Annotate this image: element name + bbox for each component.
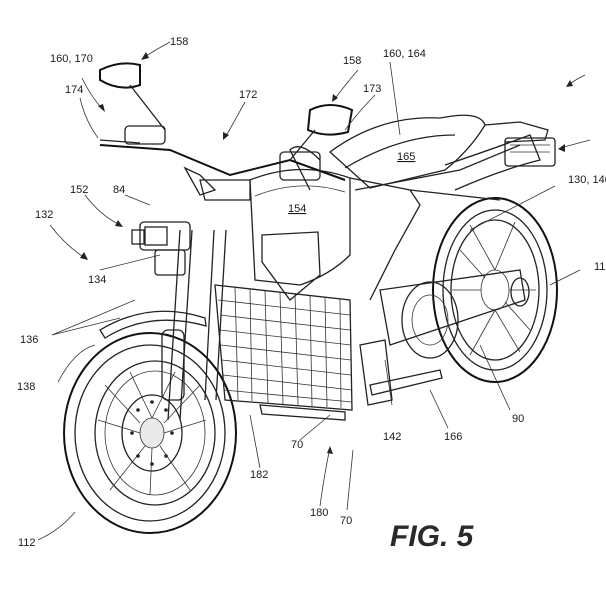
swingarm <box>379 269 530 359</box>
ref-158-left: 158 <box>170 36 188 48</box>
ref-84: 84 <box>113 184 125 196</box>
ref-130-140: 130, 140 <box>568 174 606 186</box>
front-forks <box>161 229 227 421</box>
ref-70-lower: 70 <box>340 515 352 527</box>
front-fender <box>99 310 207 339</box>
ref-160-164: 160, 164 <box>383 48 426 60</box>
ref-138: 138 <box>17 381 35 393</box>
rear-wheel <box>432 197 558 383</box>
headlight-assembly <box>131 221 191 276</box>
ref-165: 165 <box>397 151 415 163</box>
ref-152: 152 <box>70 184 88 196</box>
mirrors <box>99 62 354 161</box>
ref-112: 112 <box>18 537 36 549</box>
tank-housing <box>249 168 351 301</box>
ref-174: 174 <box>65 84 83 96</box>
radiator <box>214 284 353 421</box>
ref-160-170: 160, 170 <box>50 53 93 65</box>
figure-title: FIG. 5 <box>390 520 475 553</box>
ref-182: 182 <box>250 469 268 481</box>
frame <box>349 134 541 301</box>
ref-172: 172 <box>239 89 257 101</box>
ref-166: 166 <box>444 431 462 443</box>
ref-173: 173 <box>363 83 381 95</box>
ref-11: 11 <box>594 261 605 273</box>
tail-assembly <box>484 121 556 167</box>
ref-70-upper: 70 <box>291 439 303 451</box>
ref-154: 154 <box>288 203 306 215</box>
ref-90: 90 <box>512 413 524 425</box>
ref-136: 136 <box>20 334 38 346</box>
front-wheel <box>63 332 237 534</box>
ref-132: 132 <box>35 209 53 221</box>
ref-180: 180 <box>310 507 328 519</box>
ref-142: 142 <box>383 431 401 443</box>
handlebars <box>99 125 346 201</box>
footpeg <box>369 369 443 396</box>
leader-lines <box>37 41 591 541</box>
ref-134: 134 <box>88 274 106 286</box>
ref-158-right: 158 <box>343 55 361 67</box>
